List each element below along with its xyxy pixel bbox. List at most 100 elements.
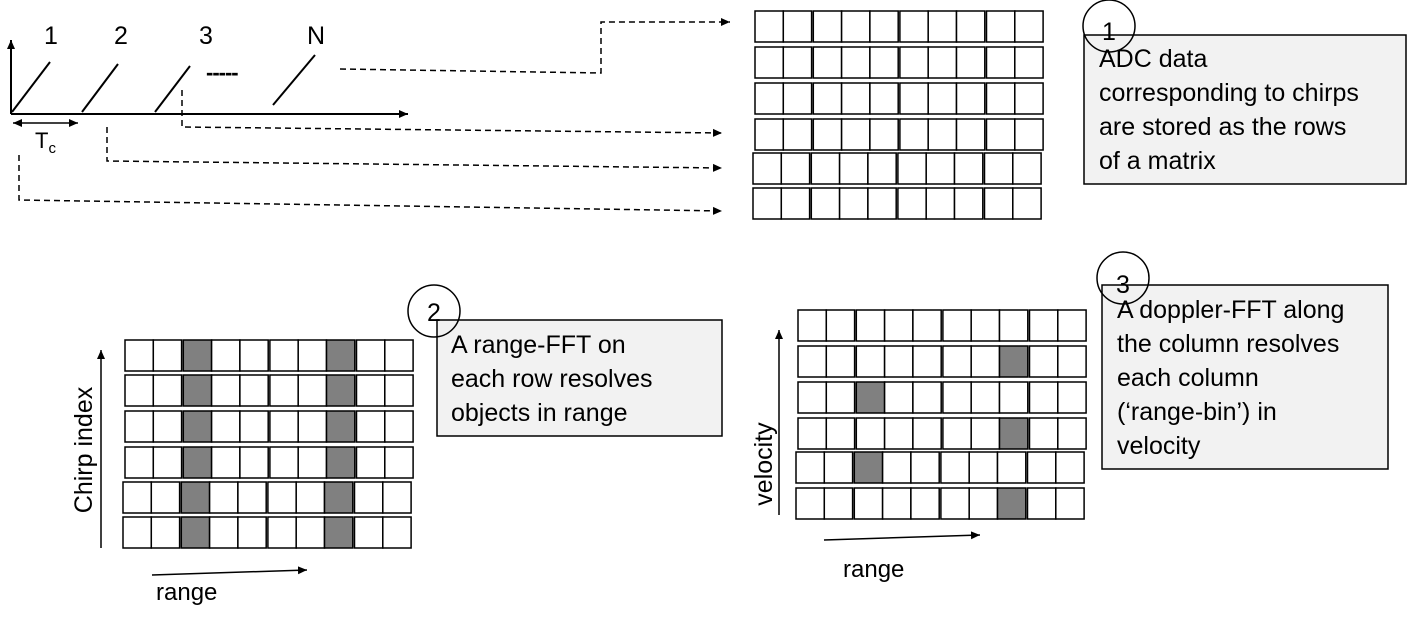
- adc-cell-r3-c2: [812, 118, 843, 151]
- callout-box-3: [1101, 284, 1389, 470]
- connector-chirp-1: [18, 155, 723, 215]
- callout-3-line-3: each column: [1117, 364, 1259, 392]
- chirp-period-label: Tc: [35, 128, 56, 157]
- range-fft-cell-r1-c6: [297, 374, 328, 407]
- range-fft-cell-r5-c1: [150, 516, 181, 549]
- adc-cell-r5-c4: [867, 187, 897, 220]
- callout-box-1: [1083, 34, 1407, 185]
- adc-cell-r4-c6: [925, 152, 956, 185]
- adc-cell-r1-c7: [955, 46, 986, 79]
- doppler-fft-cell-r1-c1: [825, 345, 856, 378]
- doppler-fft-cell-r1-c3: [883, 345, 914, 378]
- adc-cell-r5-c1: [780, 187, 811, 220]
- range-fft-cell-r3-c6: [297, 446, 328, 479]
- range-fft-cell-r1-c8: [355, 374, 386, 407]
- range-fft-cell-r4-c7-shaded: [323, 481, 354, 514]
- doppler-fft-cell-r3-c3: [883, 417, 914, 450]
- range-fft-cell-r0-c4: [239, 339, 269, 372]
- adc-cell-r4-c3: [838, 152, 869, 185]
- callout-1-line-3: are stored as the rows: [1099, 113, 1347, 141]
- adc-cell-r4-c4: [867, 152, 897, 185]
- range-fft-cell-r2-c3: [210, 410, 241, 443]
- doppler-fft-cell-r2-c1: [825, 381, 856, 414]
- chirp-label-1: 1: [44, 22, 58, 50]
- doppler-fft-cell-r5-c4: [910, 487, 940, 520]
- doppler-fft-cell-r1-c4: [912, 345, 942, 378]
- connector-chirp-n: [339, 18, 730, 74]
- range-fft-cell-r1-c5: [269, 374, 299, 407]
- adc-cell-r3-c0: [754, 118, 785, 151]
- callout-2-line-1: A range-FFT on: [451, 331, 626, 359]
- range-fft-cell-r4-c3: [208, 481, 239, 514]
- doppler-fft-cell-r5-c1: [823, 487, 854, 520]
- range-fft-cell-r4-c5: [267, 481, 297, 514]
- adc-data-matrix: [752, 10, 1044, 220]
- chirp-ramp-3: [154, 65, 191, 113]
- doppler-fft-cell-r1-c5: [942, 345, 972, 378]
- chirp-ellipsis: -----: [206, 60, 238, 85]
- doppler-fft-cell-r1-c2: [855, 345, 886, 378]
- range-fft-cell-r3-c3: [210, 446, 241, 479]
- doppler-fft-cell-r4-c2-shaded: [853, 451, 884, 484]
- range-fft-cell-r0-c0: [124, 339, 155, 372]
- adc-cell-r3-c3: [840, 118, 871, 151]
- doppler-fft-cell-r3-c2: [855, 417, 886, 450]
- callout-1-line-4: of a matrix: [1099, 147, 1216, 175]
- adc-cell-r0-c2: [812, 10, 843, 43]
- doppler-fft-cell-r3-c5: [942, 417, 972, 450]
- doppler-fft-cell-r3-c7-shaded: [998, 417, 1029, 450]
- adc-cell-r0-c1: [782, 10, 813, 43]
- doppler-fft-cell-r2-c8: [1028, 381, 1059, 414]
- doppler-fft-cell-r0-c9: [1057, 309, 1087, 342]
- callout-1-line-2: corresponding to chirps: [1099, 79, 1359, 107]
- doppler-x-arrow: [823, 531, 981, 541]
- doppler-fft-cell-r4-c6: [968, 451, 999, 484]
- doppler-fft-cell-r2-c3: [883, 381, 914, 414]
- range-fft-cell-r5-c8: [353, 516, 384, 549]
- range-fft-cell-r3-c4: [239, 446, 269, 479]
- doppler-fft-cell-r5-c7-shaded: [996, 487, 1027, 520]
- doppler-fft-cell-r0-c7: [998, 309, 1029, 342]
- adc-cell-r5-c5: [897, 187, 927, 220]
- range-fft-cell-r1-c1: [152, 374, 183, 407]
- range-fft-x-label: range: [156, 579, 217, 606]
- callout-text-1: ADC data corresponding to chirps are sto…: [1099, 42, 1359, 178]
- range-fft-cell-r5-c3: [208, 516, 239, 549]
- callout-2-line-2: each row resolves: [451, 365, 653, 393]
- doppler-fft-cell-r5-c5: [940, 487, 970, 520]
- adc-cell-r2-c4: [869, 82, 899, 115]
- range-fft-cell-r5-c0: [122, 516, 153, 549]
- chirp-period-sub: c: [48, 140, 56, 157]
- callout-3-line-4: (‘range-bin’) in: [1117, 398, 1277, 426]
- adc-cell-r4-c5: [897, 152, 927, 185]
- range-fft-cell-r4-c1: [150, 481, 181, 514]
- doppler-fft-cell-r1-c8: [1028, 345, 1059, 378]
- doppler-fft-matrix: [795, 309, 1087, 520]
- chirp-ramp-2: [81, 63, 119, 113]
- adc-cell-r2-c7: [955, 82, 986, 115]
- range-fft-cell-r2-c7-shaded: [325, 410, 356, 443]
- doppler-fft-cell-r4-c8: [1026, 451, 1057, 484]
- doppler-fft-cell-r4-c9: [1055, 451, 1085, 484]
- doppler-fft-cell-r4-c7: [996, 451, 1027, 484]
- adc-cell-r0-c9: [1014, 10, 1044, 43]
- doppler-fft-cell-r5-c6: [968, 487, 999, 520]
- adc-cell-r2-c5: [899, 82, 929, 115]
- range-fft-cell-r5-c7-shaded: [323, 516, 354, 549]
- adc-cell-r3-c8: [985, 118, 1016, 151]
- adc-cell-r1-c8: [985, 46, 1016, 79]
- doppler-fft-cell-r0-c2: [855, 309, 886, 342]
- adc-cell-r3-c7: [955, 118, 986, 151]
- adc-cell-r0-c6: [927, 10, 958, 43]
- range-fft-cell-r5-c9: [382, 516, 412, 549]
- adc-cell-r2-c3: [840, 82, 871, 115]
- range-fft-cell-r1-c9: [384, 374, 414, 407]
- range-fft-cell-r4-c4: [237, 481, 267, 514]
- adc-cell-r5-c6: [925, 187, 956, 220]
- doppler-fft-cell-r0-c1: [825, 309, 856, 342]
- adc-cell-r4-c2: [810, 152, 841, 185]
- range-fft-cell-r0-c7-shaded: [325, 339, 356, 372]
- doppler-fft-cell-r2-c0: [797, 381, 828, 414]
- step-number-3: 3: [1116, 271, 1130, 299]
- step-badge-2: 2: [407, 284, 461, 338]
